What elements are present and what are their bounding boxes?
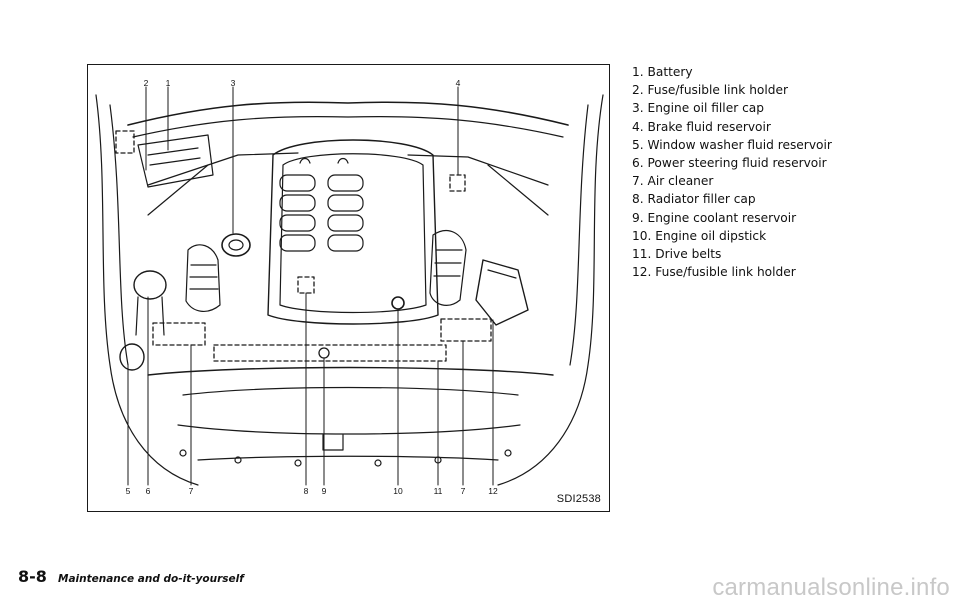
callout-label: 5 [125,486,131,496]
callout-label: 6 [145,486,151,496]
legend-item: 8. Radiator filler cap [632,192,756,207]
callout-label: 10 [393,486,403,496]
legend-item: 6. Power steering fluid reservoir [632,156,827,171]
callout-label: 3 [230,78,236,88]
callout-label: 8 [303,486,309,496]
legend-item: 4. Brake fluid reservoir [632,119,771,134]
site-watermark: carmanualsonline.info [712,574,950,601]
legend-item: 11. Drive belts [632,247,722,262]
legend-item: 2. Fuse/fusible link holder [632,83,789,98]
page-footer: 8-8 Maintenance and do-it-yourself [18,567,244,586]
legend-item: 5. Window washer fluid reservoir [632,137,832,152]
legend-item: 12. Fuse/fusible link holder [632,265,796,280]
callout-label: 1 [165,78,171,88]
callout-label: 7 [188,486,194,496]
page-number: 8-8 [18,567,47,586]
callout-label: 11 [433,486,443,496]
legend-item: 9. Engine coolant reservoir [632,210,797,225]
callout-label: 12 [488,486,498,496]
callout-label: 4 [455,78,461,88]
section-title: Maintenance and do-it-yourself [58,573,244,585]
engine-compartment-figure: 2 1 3 4 5 6 7 8 9 10 11 7 12 SDI2538 [87,64,610,512]
legend-item: 7. Air cleaner [632,174,714,189]
callout-label: 2 [143,78,149,88]
figure-code: SDI2538 [556,493,601,505]
legend-item: 1. Battery [632,65,693,79]
legend-item: 3. Engine oil filler cap [632,101,764,116]
engine-illustration [95,86,604,486]
callout-label: 7 [460,486,466,496]
callout-label: 9 [321,486,327,496]
component-legend: 1. Battery 2. Fuse/fusible link holder 3… [632,63,832,281]
legend-item: 10. Engine oil dipstick [632,228,767,243]
